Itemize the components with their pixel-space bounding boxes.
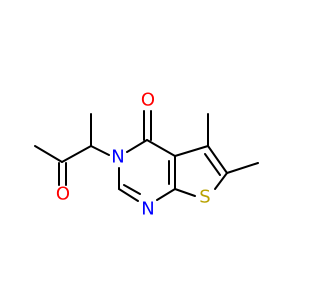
bond-c4-c4a xyxy=(146,139,176,157)
bond-c6-s xyxy=(214,172,228,190)
atom-label-nitrogen-n3: N xyxy=(111,147,124,168)
bond-c5-c6-b xyxy=(204,153,221,176)
bond-n1-c2-a xyxy=(118,188,139,202)
atom-label-nitrogen-n1: N xyxy=(141,199,154,220)
bond-n1-c2-b xyxy=(123,184,141,195)
bond-ch-n3 xyxy=(90,145,110,156)
bond-c6-methyl xyxy=(226,162,259,174)
bond-c5-c6-a xyxy=(207,145,228,174)
atom-label-sulfur: S xyxy=(199,187,210,208)
atom-label-carbonyl-oxygen: O xyxy=(141,90,155,111)
bond-s-c7a xyxy=(174,188,196,197)
bond-c7a-n1 xyxy=(156,188,176,201)
molecule-structure: O O N N S xyxy=(34,90,259,220)
bond-ketone-ch xyxy=(61,145,92,163)
atom-labels: O O N N S xyxy=(56,90,211,220)
bond-lines xyxy=(34,110,259,202)
bond-c4a-c5 xyxy=(174,145,209,157)
atom-label-ketone-oxygen: O xyxy=(56,184,70,205)
bond-n3-c4 xyxy=(126,139,148,153)
bond-methyl-ketone xyxy=(34,145,63,163)
